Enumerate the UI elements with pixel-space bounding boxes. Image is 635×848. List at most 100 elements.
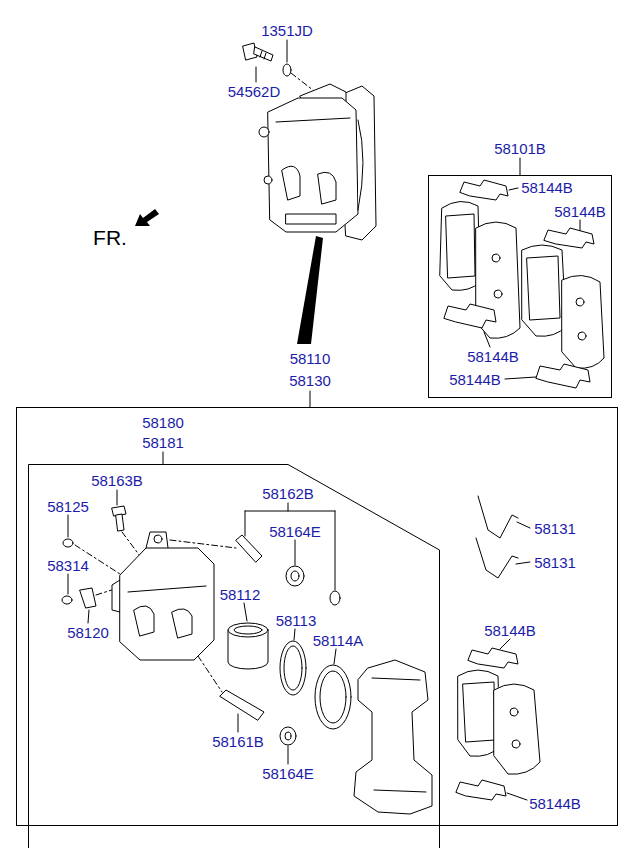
brake-pad xyxy=(522,245,566,336)
part-number: 58144B xyxy=(554,203,606,220)
leader-line xyxy=(245,511,335,512)
pad-clip xyxy=(456,780,506,800)
bleeder-screw xyxy=(80,588,96,608)
caliper-assembly xyxy=(318,172,336,204)
part-number: 58131 xyxy=(534,554,576,571)
brake-pad xyxy=(446,214,475,278)
brake-pad xyxy=(440,201,604,368)
bolt xyxy=(243,43,273,61)
leader-line xyxy=(500,639,510,649)
piston xyxy=(228,623,268,637)
caliper-subassembly-box: 5818058181 xyxy=(28,464,440,848)
dash-dot-line xyxy=(198,656,222,692)
pad-clip xyxy=(468,648,518,668)
part-number: 58144B xyxy=(484,622,536,639)
leader-line xyxy=(509,188,518,190)
leader-line xyxy=(88,610,89,623)
bolt xyxy=(264,53,266,59)
part-number: 58164E xyxy=(262,765,314,782)
part-number: 58144B xyxy=(467,348,519,365)
leader-line xyxy=(163,452,164,464)
dash-dot-line xyxy=(122,532,140,556)
part-number: 58144B xyxy=(449,371,501,388)
leader-line xyxy=(335,511,336,590)
pin-boot xyxy=(291,571,299,581)
dust-boot xyxy=(315,665,351,729)
leader-line xyxy=(245,511,246,536)
caliper-assembly xyxy=(268,98,358,232)
part-number: 58162B xyxy=(262,485,314,502)
part-number: 58314 xyxy=(47,557,89,574)
guide-pin xyxy=(220,535,264,720)
piston-seal xyxy=(280,641,306,695)
pin-boot xyxy=(280,727,296,745)
caliper-carrier xyxy=(374,790,426,792)
leader-line xyxy=(117,490,118,505)
part-number: 58163B xyxy=(91,472,143,489)
cap xyxy=(62,596,72,604)
brake-pad xyxy=(578,332,586,340)
box-outline xyxy=(16,407,618,826)
guide-pin xyxy=(220,690,264,720)
caliper-assembly xyxy=(286,214,336,224)
brake-pad xyxy=(463,682,495,742)
piston xyxy=(228,623,268,669)
pin-boot xyxy=(330,591,340,605)
brake-pad xyxy=(494,290,502,298)
leader-line xyxy=(68,515,69,537)
caliper-assembly xyxy=(259,84,376,240)
guide-pin xyxy=(236,535,262,562)
piston-seal xyxy=(284,646,302,690)
part-number: 58113 xyxy=(276,612,317,629)
direction-arrow xyxy=(135,209,159,226)
pad-clip xyxy=(456,648,518,800)
caliper-body xyxy=(146,532,168,548)
part-number: 58131 xyxy=(534,520,576,537)
brake-pad xyxy=(562,275,604,368)
part-number: 58144B xyxy=(529,795,581,812)
brake-pad xyxy=(492,254,500,262)
assembly-number: 58181 xyxy=(142,434,184,451)
piston-seal xyxy=(280,641,306,695)
caliper-assembly xyxy=(259,127,269,137)
leader-line xyxy=(517,522,530,528)
pad-clip xyxy=(536,364,590,388)
dash-dot-line xyxy=(170,540,236,548)
caliper-carrier xyxy=(354,660,432,814)
part-number: 58161B xyxy=(212,733,264,750)
assembly-number: 58101B xyxy=(494,140,546,157)
caliper-body xyxy=(112,580,120,612)
box-border xyxy=(429,176,612,398)
leader-line xyxy=(516,562,530,564)
caliper-body xyxy=(154,535,162,543)
dust-boot xyxy=(320,671,346,723)
caliper-body xyxy=(120,548,214,660)
caliper-assembly xyxy=(358,120,363,210)
leader-line xyxy=(295,540,296,565)
direction-arrow xyxy=(135,209,159,226)
leader-line xyxy=(256,67,257,82)
brake-pad xyxy=(440,201,480,290)
washer xyxy=(283,64,291,76)
leader-line xyxy=(294,629,295,640)
leader-line xyxy=(288,746,289,764)
direction-label: FR. xyxy=(93,226,127,249)
leader-line xyxy=(244,603,247,621)
caliper-carrier xyxy=(354,660,432,814)
brake-pad xyxy=(512,740,520,748)
caliper-body xyxy=(112,532,214,660)
dust-boot xyxy=(315,665,351,729)
box-border xyxy=(17,408,618,826)
brake-pad xyxy=(458,670,540,774)
brake-pad xyxy=(576,298,584,306)
part-number: 1351JD xyxy=(261,22,313,39)
caliper-carrier xyxy=(372,678,420,680)
leader-line xyxy=(68,40,580,800)
part-number: 58125 xyxy=(47,498,89,515)
leader-line xyxy=(505,377,536,379)
assembly-number: 58130 xyxy=(289,372,331,389)
pad-spring xyxy=(478,496,518,538)
leader-line xyxy=(68,574,69,594)
